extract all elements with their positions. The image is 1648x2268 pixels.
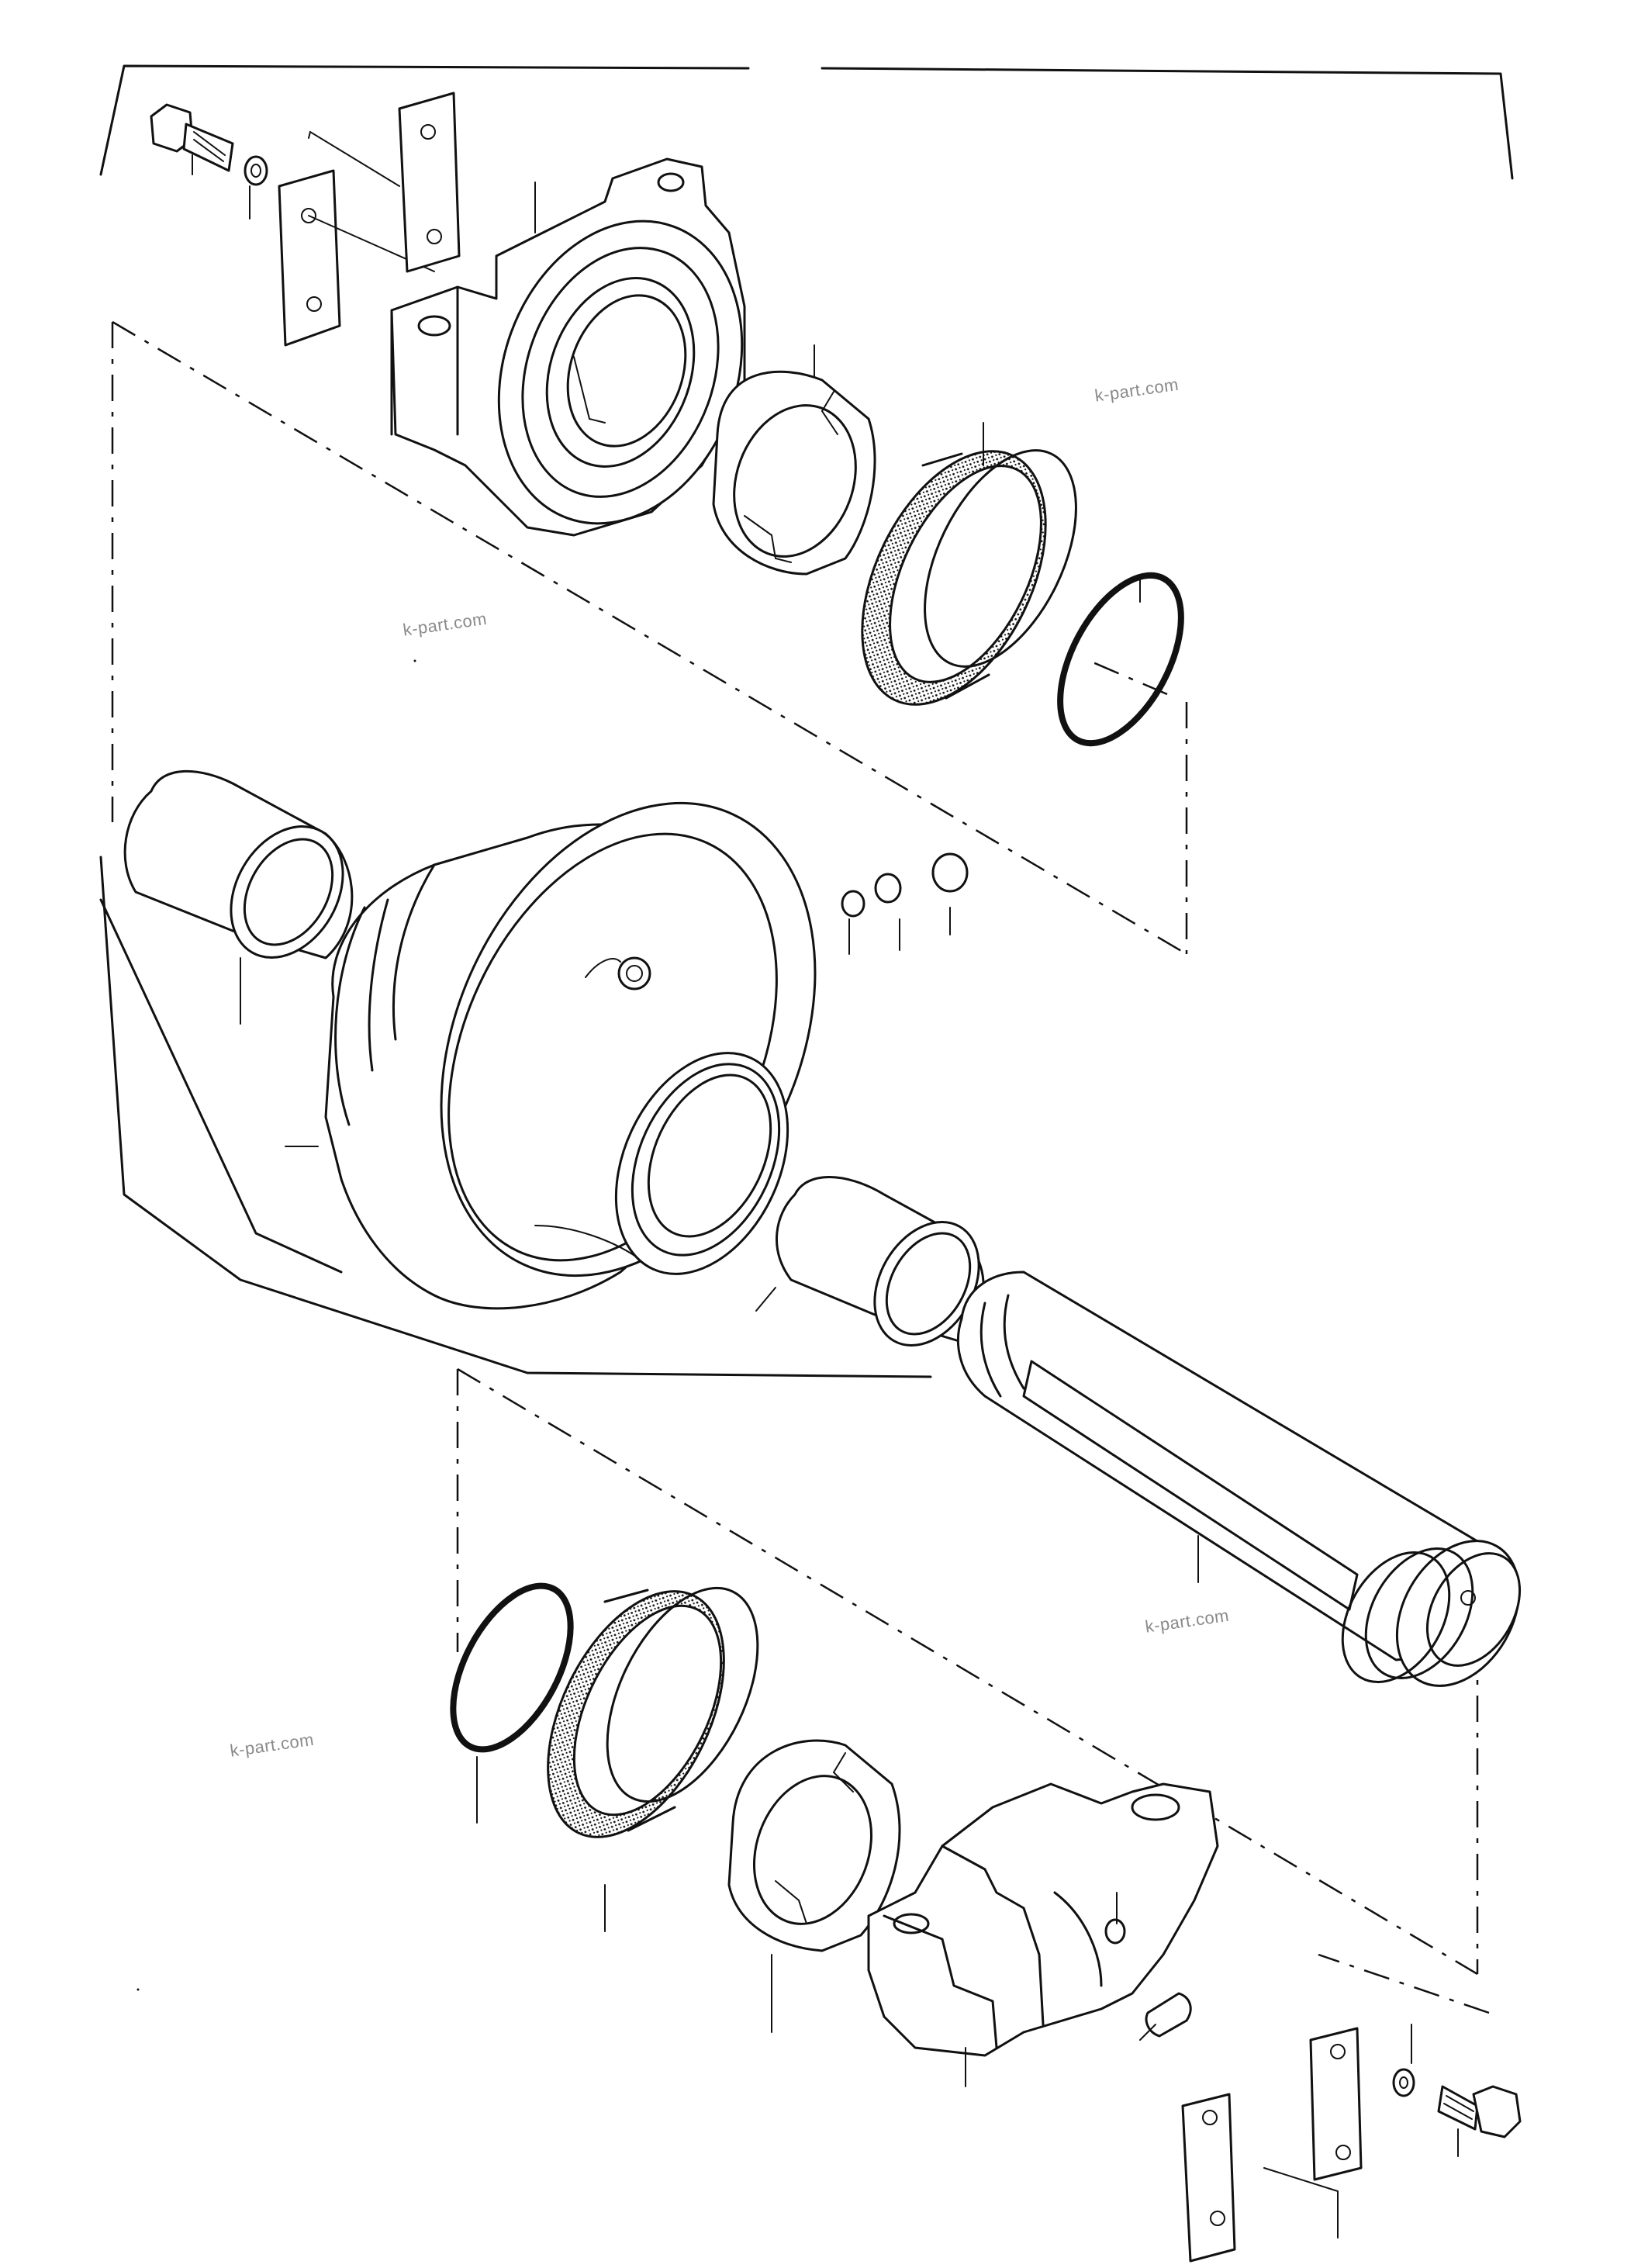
frame-lines bbox=[99, 64, 1514, 1378]
bottom-bolt bbox=[1437, 2085, 1522, 2157]
top-bolt bbox=[150, 103, 234, 175]
top-o-ring bbox=[1057, 572, 1184, 747]
bottom-plate-front bbox=[1181, 2093, 1236, 2263]
bottom-washer bbox=[1392, 2024, 1415, 2097]
top-bracket bbox=[390, 157, 746, 537]
top-washer bbox=[244, 155, 268, 220]
fill-plug bbox=[841, 852, 969, 955]
bottom-pin bbox=[1139, 1992, 1192, 2041]
top-floating-seal bbox=[861, 422, 1077, 706]
bottom-thrust-washer bbox=[727, 1739, 901, 2033]
specks bbox=[136, 659, 416, 1991]
bottom-o-ring bbox=[450, 1582, 574, 1824]
left-bushing bbox=[123, 769, 354, 1025]
bottom-floating-seal bbox=[547, 1586, 759, 1932]
bottom-bracket bbox=[867, 1782, 1219, 2087]
shaft bbox=[956, 1271, 1522, 1687]
bottom-plate-back bbox=[1263, 2027, 1363, 2239]
top-plate-back bbox=[308, 92, 461, 273]
top-thrust-washer bbox=[712, 344, 876, 576]
roller-body bbox=[285, 801, 817, 1310]
